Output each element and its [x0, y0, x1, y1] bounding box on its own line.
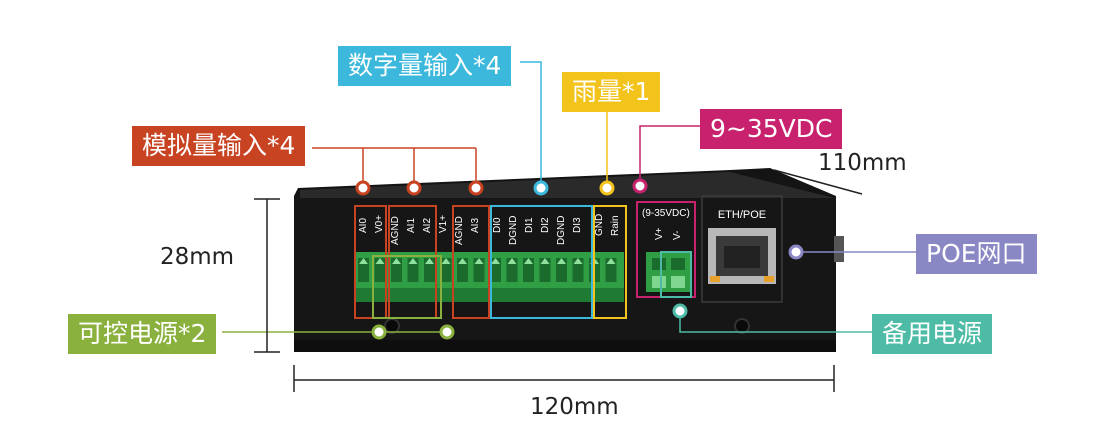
terminal-arrow	[425, 258, 434, 264]
marker-dot	[371, 324, 387, 340]
terminal-label: AI1	[406, 218, 417, 233]
height-dimension: 28mm	[160, 244, 235, 270]
marker-dot	[672, 303, 688, 319]
terminal-label: DI3	[572, 217, 583, 233]
terminal-labels: AI0 V0+ AGND AI1 AI2 V1+ AGND AI3 DI0 DG…	[358, 214, 621, 245]
terminal-slot	[506, 258, 518, 282]
terminal-arrow	[392, 258, 401, 264]
marker-dot	[439, 324, 455, 340]
analog-input-callout: 模拟量输入*4	[132, 126, 306, 166]
terminal-arrow	[359, 258, 368, 264]
digital-input-callout: 数字量输入*4	[338, 46, 512, 86]
terminal-slot	[358, 258, 369, 282]
marker-dot	[788, 244, 804, 260]
terminal-slot	[605, 258, 617, 282]
marker-dot	[533, 180, 549, 196]
terminal-slot	[440, 258, 452, 282]
terminal-slot	[457, 258, 468, 282]
ethernet-port: ETH/POE	[701, 195, 783, 303]
terminal-arrow	[491, 258, 500, 264]
width-dimension: 120mm	[530, 394, 619, 420]
terminal-label: AI3	[470, 218, 481, 233]
terminal-arrow	[441, 258, 451, 264]
terminal-label: AGND	[390, 216, 401, 245]
terminal-slot	[374, 258, 386, 282]
terminal-slot	[473, 258, 485, 282]
terminal-slot	[391, 258, 402, 282]
terminal-arrow	[557, 258, 566, 264]
terminal-label: DI0	[492, 217, 503, 233]
rain-callout: 雨量*1	[562, 72, 661, 112]
terminal-label: AI0	[358, 218, 369, 233]
depth-dimension: 110mm	[818, 150, 907, 176]
terminal-slot	[539, 258, 551, 282]
terminal-arrow	[375, 258, 385, 264]
terminal-label: DI2	[540, 217, 551, 233]
terminal-screws	[358, 258, 617, 282]
controlled-power-callout: 可控电源*2	[68, 314, 217, 354]
power-pin-label: V+	[654, 227, 665, 240]
terminal-arrow	[408, 258, 418, 264]
terminal-label: Rain	[610, 215, 621, 236]
leader-lines	[222, 61, 916, 333]
target-markers	[355, 178, 804, 340]
marker-dot	[599, 180, 615, 196]
poe-port-callout: POE网口	[916, 234, 1037, 274]
marker-dot	[406, 180, 422, 196]
power-connector: (9-35VDC) V+ V-	[642, 208, 690, 292]
power-pin-label: V-	[672, 231, 683, 240]
terminal-arrow	[524, 258, 533, 264]
terminal-slot	[556, 258, 567, 282]
terminal-label: V1+	[438, 215, 449, 233]
highlight-boxes	[354, 201, 696, 319]
terminal-label: DI1	[524, 217, 535, 233]
terminal-arrow	[474, 258, 484, 264]
marker-dot	[468, 180, 484, 196]
terminal-label: AGND	[454, 216, 465, 245]
terminal-arrow	[458, 258, 467, 264]
terminal-slot	[424, 258, 435, 282]
power-port-title: (9-35VDC)	[642, 208, 690, 219]
backup-power-callout: 备用电源	[872, 314, 993, 354]
terminal-label: V0+	[374, 215, 385, 233]
terminal-slot	[490, 258, 501, 282]
terminal-label: AI2	[422, 218, 433, 233]
terminal-arrow	[540, 258, 550, 264]
terminal-slot	[572, 258, 584, 282]
terminal-slot	[407, 258, 419, 282]
terminal-label: DGND	[556, 216, 567, 245]
power-callout: 9~35VDC	[700, 109, 843, 149]
marker-dot	[632, 178, 648, 194]
marker-dot	[355, 180, 371, 196]
eth-label: ETH/POE	[718, 209, 766, 221]
terminal-arrow	[606, 258, 616, 264]
terminal-arrow	[507, 258, 517, 264]
terminal-slot	[523, 258, 534, 282]
terminal-arrow	[573, 258, 583, 264]
terminal-label: GND	[594, 214, 605, 236]
dimension-lines	[254, 169, 863, 392]
terminal-label: DGND	[508, 216, 519, 245]
